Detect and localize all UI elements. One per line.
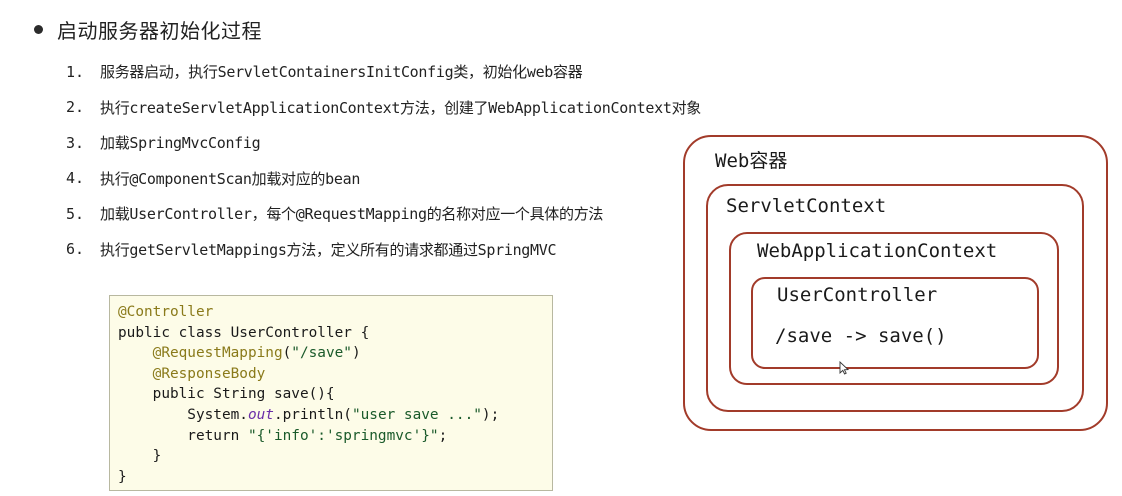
code-line: @Controller — [118, 302, 552, 323]
code-indent — [118, 366, 153, 382]
bullet-dot-icon — [34, 25, 43, 34]
step-item: 6. 执行getServletMappings方法，定义所有的请求都通过Spri… — [66, 232, 701, 268]
step-text: 服务器启动，执行ServletContainersInitConfig类，初始化… — [100, 63, 583, 82]
code-punct: ) — [351, 345, 361, 362]
code-line: public class UserController { — [118, 324, 370, 341]
code-block: @Controller public class UserController … — [109, 295, 553, 491]
web-container-box — [683, 135, 1108, 431]
user-controller-box — [751, 277, 1039, 369]
step-item: 5. 加载UserController，每个@RequestMapping的名称… — [66, 196, 701, 232]
step-item: 1. 服务器启动，执行ServletContainersInitConfig类，… — [66, 54, 701, 90]
code-text: System. — [118, 406, 248, 423]
code-line: } — [118, 468, 127, 485]
web-application-context-label: WebApplicationContext — [757, 240, 998, 262]
code-string: "{'info':'springmvc'}" — [247, 427, 439, 444]
code-annotation: @RequestMapping — [152, 345, 283, 362]
step-number: 3. — [66, 133, 85, 152]
step-text: 执行@ComponentScan加载对应的bean — [100, 169, 361, 188]
web-application-context-box — [729, 232, 1059, 385]
code-string: "user save ..." — [351, 406, 482, 423]
code-line: } — [118, 448, 162, 465]
step-number: 1. — [66, 62, 85, 81]
code-punct: ( — [282, 345, 292, 362]
servlet-context-box — [706, 184, 1084, 412]
step-text: 执行createServletApplicationContext方法，创建了W… — [100, 98, 702, 117]
step-text: 执行getServletMappings方法，定义所有的请求都通过SpringM… — [100, 240, 557, 259]
code-text: ); — [481, 406, 500, 423]
code-line: return "{'info':'springmvc'}"; — [118, 426, 552, 447]
step-text: 加载UserController，每个@RequestMapping的名称对应一… — [100, 205, 604, 224]
steps-list: 1. 服务器启动，执行ServletContainersInitConfig类，… — [66, 54, 701, 267]
code-annotation: @ResponseBody — [152, 365, 266, 382]
code-text: ; — [438, 427, 448, 444]
step-number: 6. — [66, 240, 85, 259]
mouse-cursor-icon — [839, 361, 849, 375]
web-container-label: Web容器 — [715, 150, 788, 172]
step-item: 2. 执行createServletApplicationContext方法，创… — [66, 90, 701, 126]
code-field: out — [247, 406, 274, 423]
step-item: 4. 执行@ComponentScan加载对应的bean — [66, 161, 701, 197]
step-text: 加载SpringMvcConfig — [100, 134, 261, 153]
code-line: public String save(){ — [118, 386, 335, 403]
code-indent — [118, 345, 153, 361]
user-controller-label: UserController — [777, 284, 938, 306]
code-line: @ResponseBody — [118, 364, 552, 385]
code-line: @RequestMapping("/save") — [118, 343, 552, 364]
step-number: 2. — [66, 98, 85, 117]
code-text: .println( — [273, 406, 352, 423]
code-text: return — [118, 427, 248, 444]
code-annotation: @Controller — [118, 304, 214, 320]
step-number: 4. — [66, 169, 85, 188]
mapping-label: /save -> save() — [775, 325, 947, 347]
step-item: 3. 加载SpringMvcConfig — [66, 125, 701, 161]
servlet-context-label: ServletContext — [726, 195, 887, 217]
heading-text: 启动服务器初始化过程 — [57, 19, 262, 43]
code-string: "/save" — [291, 345, 352, 362]
section-heading: 启动服务器初始化过程 — [34, 15, 262, 44]
step-number: 5. — [66, 204, 85, 223]
code-line: System.out.println("user save ..."); — [118, 405, 552, 426]
